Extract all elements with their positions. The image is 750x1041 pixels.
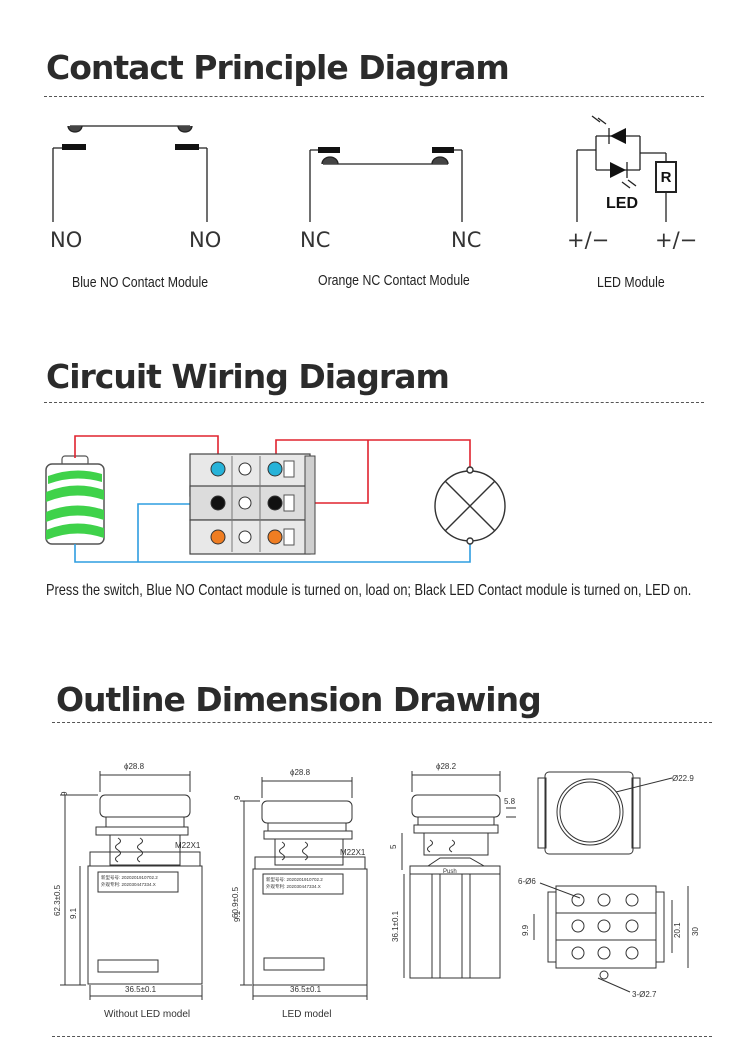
dim-b-m4: 20.1: [673, 922, 682, 938]
caption-led-model: LED model: [282, 1009, 332, 1020]
section-title-contact: Contact Principle Diagram: [46, 48, 510, 87]
thread-m2: M22X1: [340, 848, 366, 857]
push-label: Push: [443, 869, 457, 875]
led-minus-right-label: +/−: [655, 228, 698, 252]
dim-mid-m3: 5: [389, 844, 398, 849]
section-divider: [52, 1036, 712, 1037]
dim-dia-m2: ϕ28.8: [290, 768, 311, 777]
thread-m1: M22X1: [175, 841, 201, 850]
no-contact-symbol: [52, 125, 208, 222]
terminal-block: [189, 453, 316, 555]
led-minus-left-label: +/−: [567, 228, 610, 252]
label-line2-m1: 外观专利: 202030447334.X: [101, 881, 156, 888]
label-line2-m2: 外观专利: 202030447334.X: [266, 883, 321, 890]
dim-width-m2: 36.5±0.1: [290, 985, 322, 994]
dim-low-m2: 9.1: [233, 910, 242, 922]
nc-contact-symbol: [309, 147, 463, 222]
dim-dia-m1: ϕ28.8: [124, 762, 145, 771]
caption-no-module: Blue NO Contact Module: [72, 274, 209, 291]
no-right-label: NO: [189, 228, 222, 252]
section-title-outline: Outline Dimension Drawing: [56, 680, 542, 719]
section-title-wiring: Circuit Wiring Diagram: [46, 357, 450, 396]
circuit-wiring-diagram: [45, 435, 506, 563]
label-line1-m2: 新型号号: 2020201910702.2: [266, 876, 323, 883]
dim-top-m3: 5.8: [504, 797, 516, 806]
wiring-caption: Press the switch, Blue NO Contact module…: [46, 582, 692, 599]
label-line1-m1: 新型号号: 2020201910702.2: [101, 874, 158, 881]
nc-left-label: NC: [300, 228, 331, 252]
lamp-icon: [434, 466, 506, 545]
caption-led-module: LED Module: [597, 274, 665, 291]
section-divider: [44, 96, 704, 97]
dim-c-m4: 30: [691, 927, 700, 936]
drawing-bottom-view: [533, 882, 689, 993]
section-divider: [44, 402, 704, 403]
caption-nc-module: Orange NC Contact Module: [318, 272, 470, 289]
dim-pins-m4: 3-Ø2.7: [632, 990, 657, 999]
section-divider: [52, 722, 712, 723]
dim-total-m2: 60.9±0.5: [231, 886, 240, 918]
dim-total-m1: 62.3±0.5: [53, 884, 62, 916]
contact-principle-diagram: R LED: [52, 115, 677, 222]
dim-body-m3: 36.1±0.1: [391, 910, 400, 942]
dim-width-m1: 36.5±0.1: [125, 985, 157, 994]
dim-top-m2: 9: [233, 795, 242, 800]
nc-right-label: NC: [451, 228, 482, 252]
drawing-top-view: [537, 771, 673, 855]
led-label: LED: [606, 195, 638, 212]
drawing-side-view: [401, 771, 516, 979]
led-module-symbol: [576, 115, 677, 222]
resistor-label: R: [661, 169, 672, 186]
dim-head-m4: Ø22.9: [672, 774, 694, 783]
dim-holes-m4: 6-Ø6: [518, 877, 536, 886]
dim-low-m1: 9.1: [69, 907, 78, 919]
dim-a-m4: 9.9: [521, 924, 530, 936]
drawing-without-led: [60, 771, 203, 1000]
caption-without-led-model: Without LED model: [104, 1009, 191, 1020]
dim-top-m1: 9: [60, 791, 69, 796]
no-left-label: NO: [50, 228, 83, 252]
drawing-led: [240, 777, 368, 1000]
dim-dia-m3: ϕ28.2: [436, 762, 457, 771]
battery-icon: [45, 455, 105, 545]
